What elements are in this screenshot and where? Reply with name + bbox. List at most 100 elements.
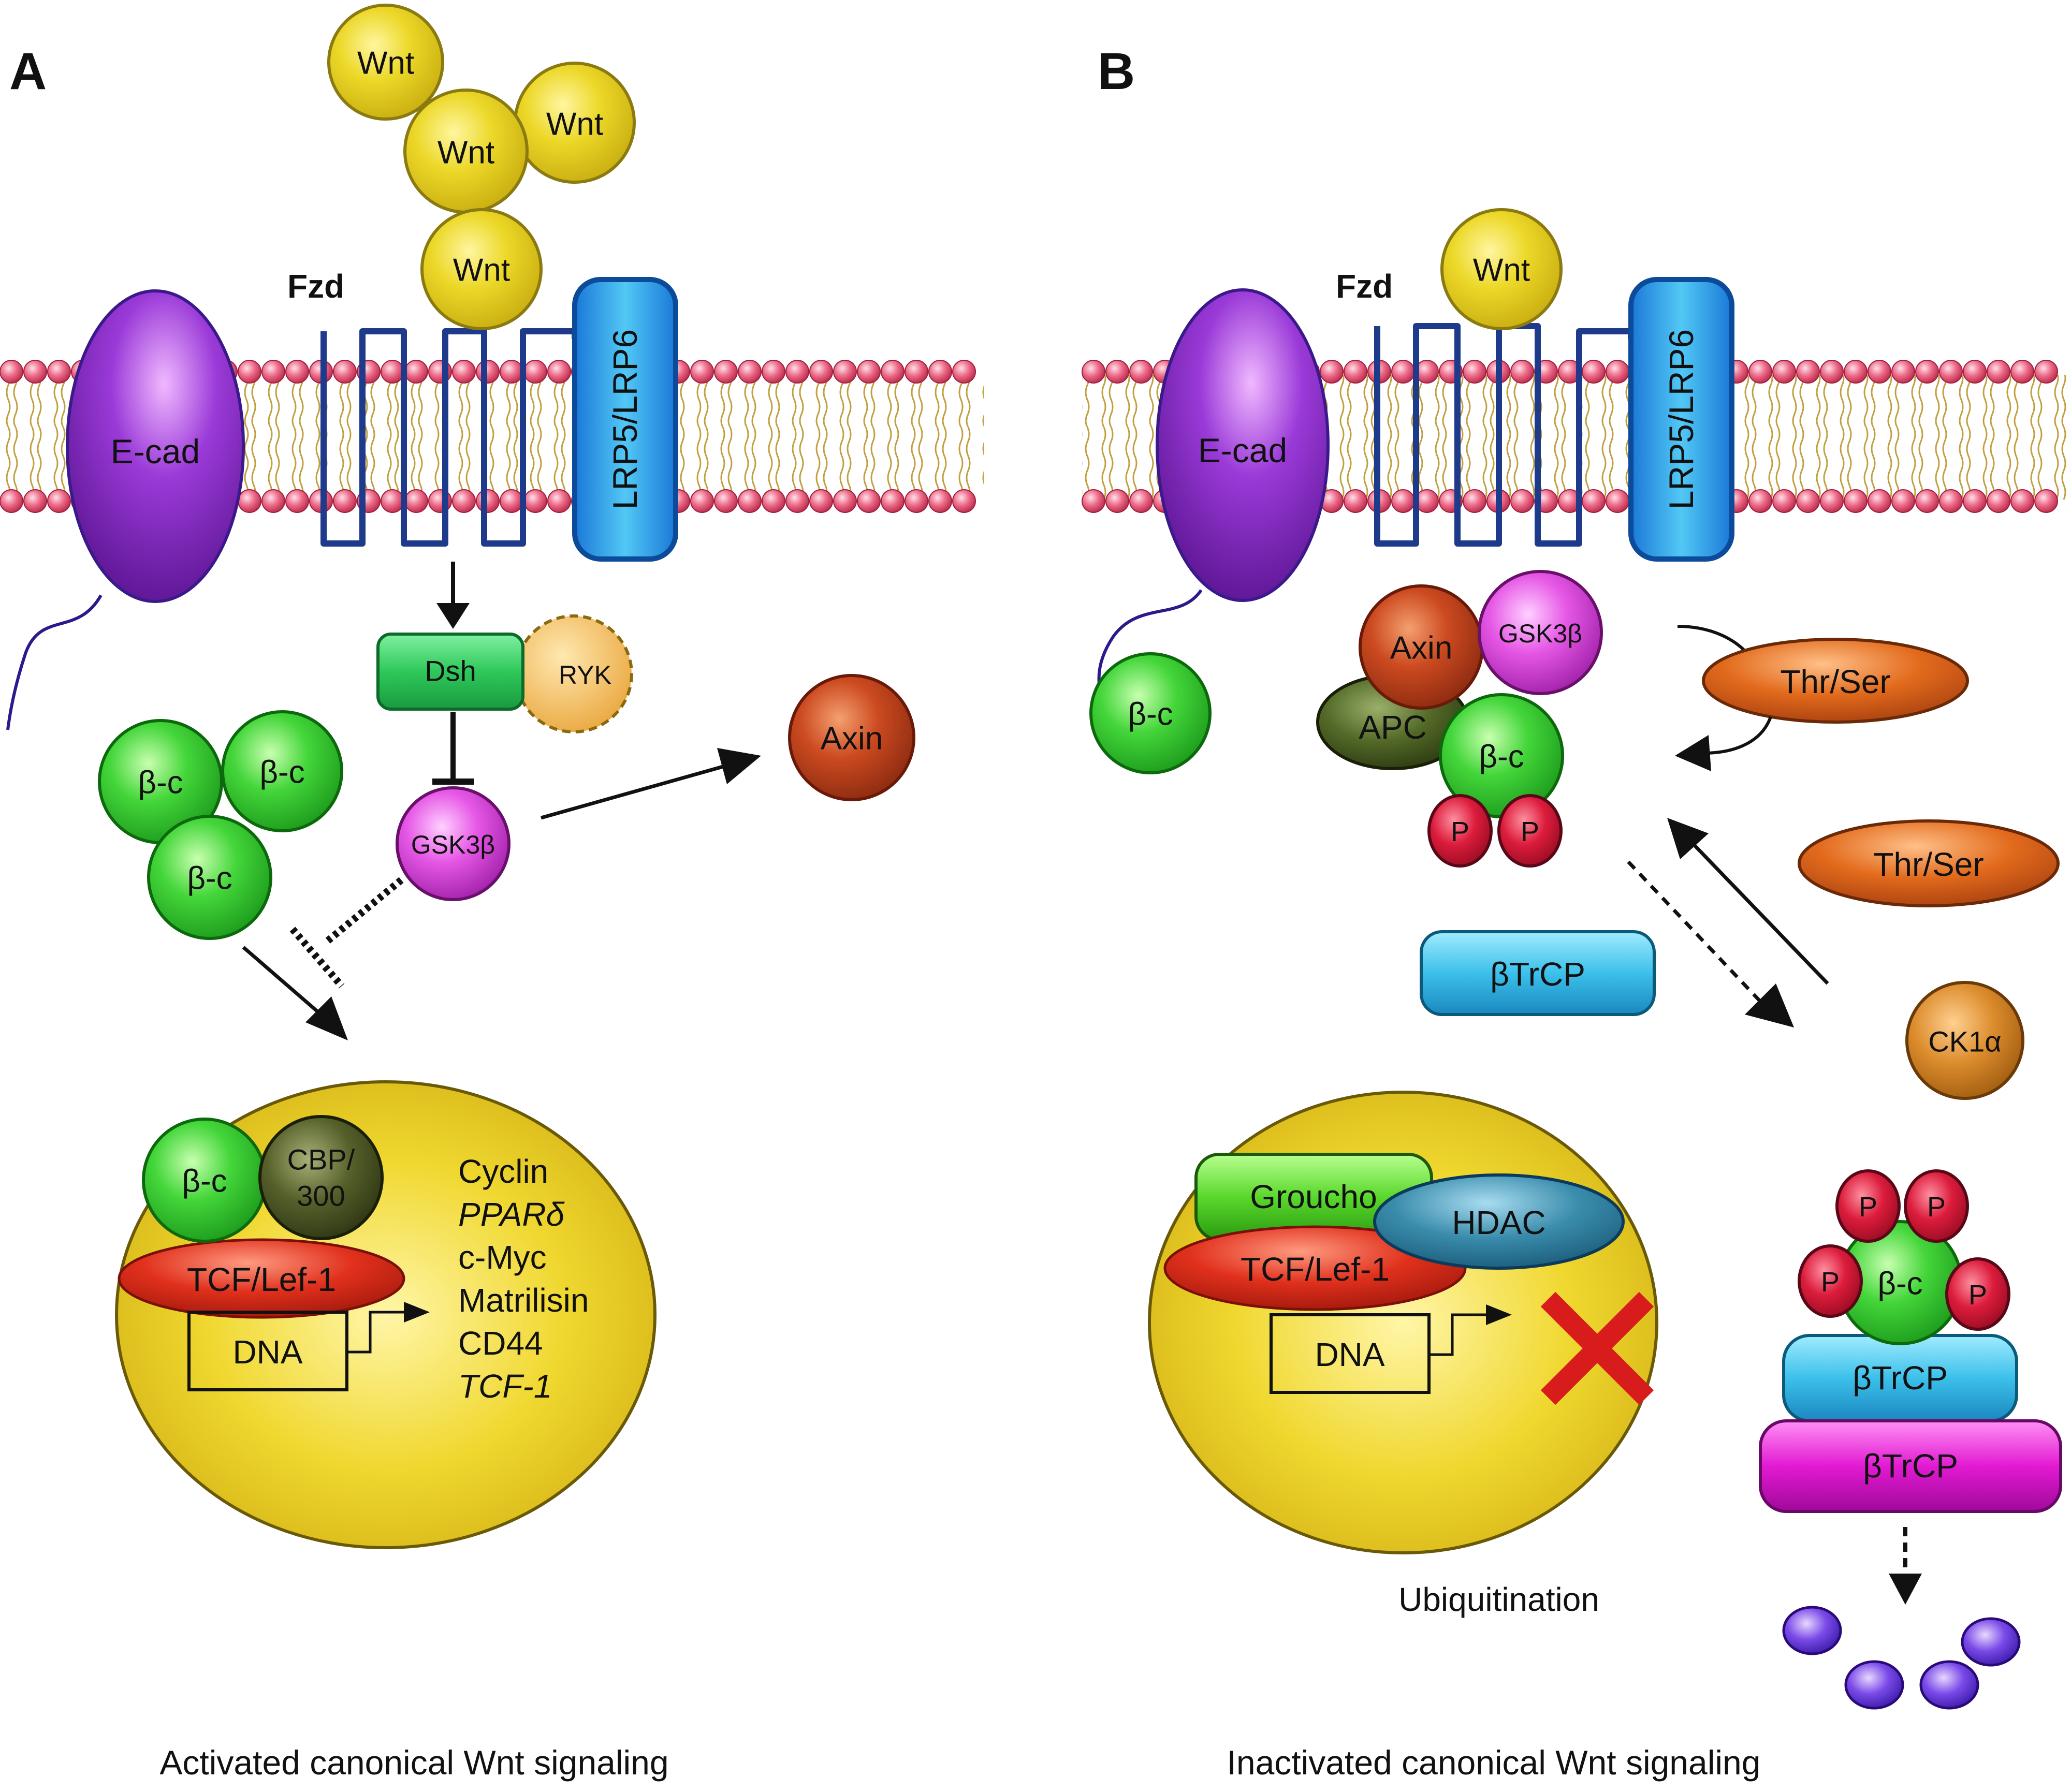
lipid-head (905, 360, 928, 384)
arrow-to-complex (1689, 840, 1829, 985)
lipid-head (547, 360, 571, 384)
panel-b: B E-cad β-c Fzd LRP5/LRP6 Wnt APC Axin G… (1082, 42, 2071, 1782)
ubiquitin-fragment (1961, 1617, 2021, 1667)
lipid-head (261, 489, 285, 513)
lipid-head (928, 360, 952, 384)
wnt-label: Wnt (453, 253, 510, 288)
cbp300-protein (258, 1115, 384, 1240)
beta-catenin-ecad-bound (1089, 652, 1212, 774)
phosphate-group (1835, 1169, 1901, 1243)
dna-label-a: DNA (232, 1333, 302, 1371)
lipid-head (381, 360, 404, 384)
target-gene: Matrilisin (458, 1282, 589, 1319)
lipid-head (857, 360, 881, 384)
target-genes-list: Cyclin PPARδ c-Myc Matrilisin CD44 TCF-1 (458, 1153, 589, 1405)
gsk3b-protein-b (1478, 570, 1603, 695)
gsk3b-label-b: GSK3β (1498, 619, 1582, 648)
lipid-head (476, 360, 500, 384)
lipid-head (809, 360, 833, 384)
wnt-label-b: Wnt (1473, 253, 1530, 288)
curved-arrow-bottom (1703, 716, 1772, 755)
lipid-head (2010, 360, 2034, 384)
lipid-head (2034, 489, 2058, 513)
lipid-head (1987, 360, 2010, 384)
axin-protein-a (788, 674, 915, 801)
lipid-head (1344, 489, 1367, 513)
apc-label: APC (1359, 709, 1427, 746)
lipid-head (333, 360, 357, 384)
wnt-ligands-a: Wnt Wnt Wnt Wnt (327, 4, 636, 330)
hdac-label: HDAC (1452, 1204, 1545, 1241)
beta-catenin-label: β-c (259, 755, 304, 790)
lipid-head (500, 360, 523, 384)
btrcp-ligase (1759, 1419, 2062, 1513)
axin-label-b: Axin (1390, 630, 1453, 666)
lipid-head (1772, 360, 1796, 384)
lipid-head (452, 489, 476, 513)
fzd-receptor-b (1374, 323, 1634, 547)
lipid-head (738, 360, 762, 384)
target-gene: c-Myc (458, 1239, 547, 1276)
lipid-head (476, 489, 500, 513)
lipid-head (1963, 360, 1987, 384)
lipid-head (404, 360, 428, 384)
lipid-head (1748, 360, 1772, 384)
caption-a: Activated canonical Wnt signaling (159, 1743, 668, 1782)
lipid-head (881, 360, 905, 384)
dsh-protein (376, 633, 524, 711)
beta-catenin-complex-label: β-c (1479, 739, 1524, 775)
target-gene: TCF-1 (458, 1368, 552, 1405)
lipid-head (523, 360, 547, 384)
lipid-head (47, 360, 71, 384)
axin-label-a: Axin (821, 721, 883, 757)
fzd-label-a: Fzd (287, 268, 344, 305)
lipid-head (2010, 489, 2034, 513)
transcription-blocked-cross (1540, 1291, 1654, 1405)
lipid-head (1915, 489, 1939, 513)
lipid-head (1391, 360, 1415, 384)
lipid-head (333, 489, 357, 513)
lipid-head (1606, 489, 1629, 513)
phosphate-group (1945, 1257, 2010, 1331)
gsk3b-label-a: GSK3β (411, 830, 495, 859)
lrp-receptor-b (1628, 277, 1734, 562)
arrowhead (436, 603, 470, 629)
lipid-head (1082, 360, 1105, 384)
wnt-ligand-b (1440, 208, 1563, 330)
lipid-head (1772, 489, 1796, 513)
hdac-protein (1373, 1173, 1625, 1270)
lipid-head (1582, 489, 1606, 513)
fzd-label-b: Fzd (1336, 268, 1393, 305)
lipid-head (23, 489, 47, 513)
lrp-label-a: LRP5/LRP6 (606, 329, 644, 510)
lipid-head (1344, 360, 1367, 384)
target-gene: CD44 (458, 1325, 543, 1362)
wnt-label: Wnt (546, 107, 603, 142)
lipid-head (905, 489, 928, 513)
lipid-head (1082, 489, 1105, 513)
ecad-label-a: E-cad (111, 432, 200, 471)
lipid-head (1891, 489, 1915, 513)
lipid-head (1891, 360, 1915, 384)
ecad-label-b: E-cad (1198, 431, 1287, 469)
caption-b: Inactivated canonical Wnt signaling (1227, 1743, 1761, 1782)
tcf-lef1-b (1163, 1225, 1467, 1311)
lipid-head (547, 489, 571, 513)
cross-stroke (1540, 1291, 1654, 1405)
lipid-head (738, 489, 762, 513)
lipid-head (285, 360, 309, 384)
degradation-complex: βTrCP βTrCP β-c P P P P (1759, 1169, 2062, 1513)
lipid-head (714, 360, 738, 384)
lipid-head (1796, 360, 1820, 384)
cbp300-label-line2: 300 (297, 1180, 345, 1212)
lipid-head (1963, 489, 1987, 513)
arrow-gsk-to-axin (541, 764, 725, 820)
beta-catenin-label: β-c (138, 765, 183, 801)
lipid-head (47, 489, 71, 513)
dotted-inhibition-gsk (324, 877, 404, 945)
thr-ser-kinase (1798, 819, 2060, 907)
lipid-head (690, 360, 714, 384)
phosphate-group (1427, 794, 1493, 868)
lipid-head (261, 360, 285, 384)
